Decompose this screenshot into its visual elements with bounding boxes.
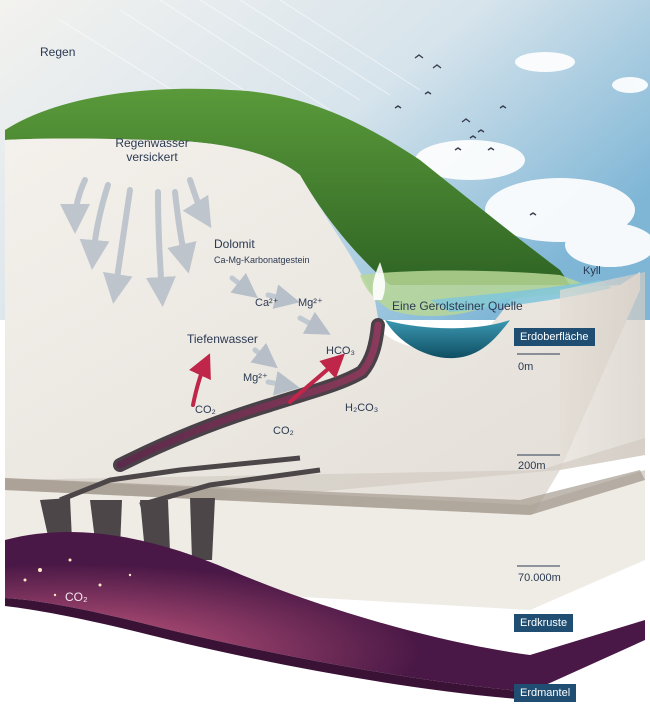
depth-0m: 0m xyxy=(518,361,533,374)
label-co2-mantle: CO₂ xyxy=(65,591,88,604)
upper-block-side xyxy=(560,272,645,470)
label-mg-upper: Mg²⁺ xyxy=(298,297,323,310)
label-dolomit: Dolomit xyxy=(214,238,255,251)
label-h2co3: H₂CO₃ xyxy=(345,402,378,415)
label-co2-left: CO₂ xyxy=(195,404,216,417)
tag-erdkruste: Erdkruste xyxy=(514,614,573,632)
label-co2-mid: CO₂ xyxy=(273,425,294,438)
label-quelle: Eine Gerolsteiner Quelle xyxy=(392,300,523,313)
label-hco3: HCO₃ xyxy=(326,345,355,358)
label-mg-lower: Mg²⁺ xyxy=(243,372,268,385)
label-regenwasser-1: Regenwasser xyxy=(107,137,197,150)
label-ca: Ca²⁺ xyxy=(255,297,279,310)
label-regenwasser-2: versickert xyxy=(107,151,197,164)
label-tiefenwasser: Tiefenwasser xyxy=(187,333,258,346)
label-dolomit-sub: Ca-Mg-Karbonatgestein xyxy=(214,254,310,267)
label-regen: Regen xyxy=(40,46,75,59)
tag-erdoberflaeche: Erdoberfläche xyxy=(514,328,595,346)
depth-70000m: 70.000m xyxy=(518,572,561,585)
tag-erdmantel: Erdmantel xyxy=(514,684,576,702)
label-kyll: Kyll xyxy=(583,265,601,278)
depth-200m: 200m xyxy=(518,460,546,473)
